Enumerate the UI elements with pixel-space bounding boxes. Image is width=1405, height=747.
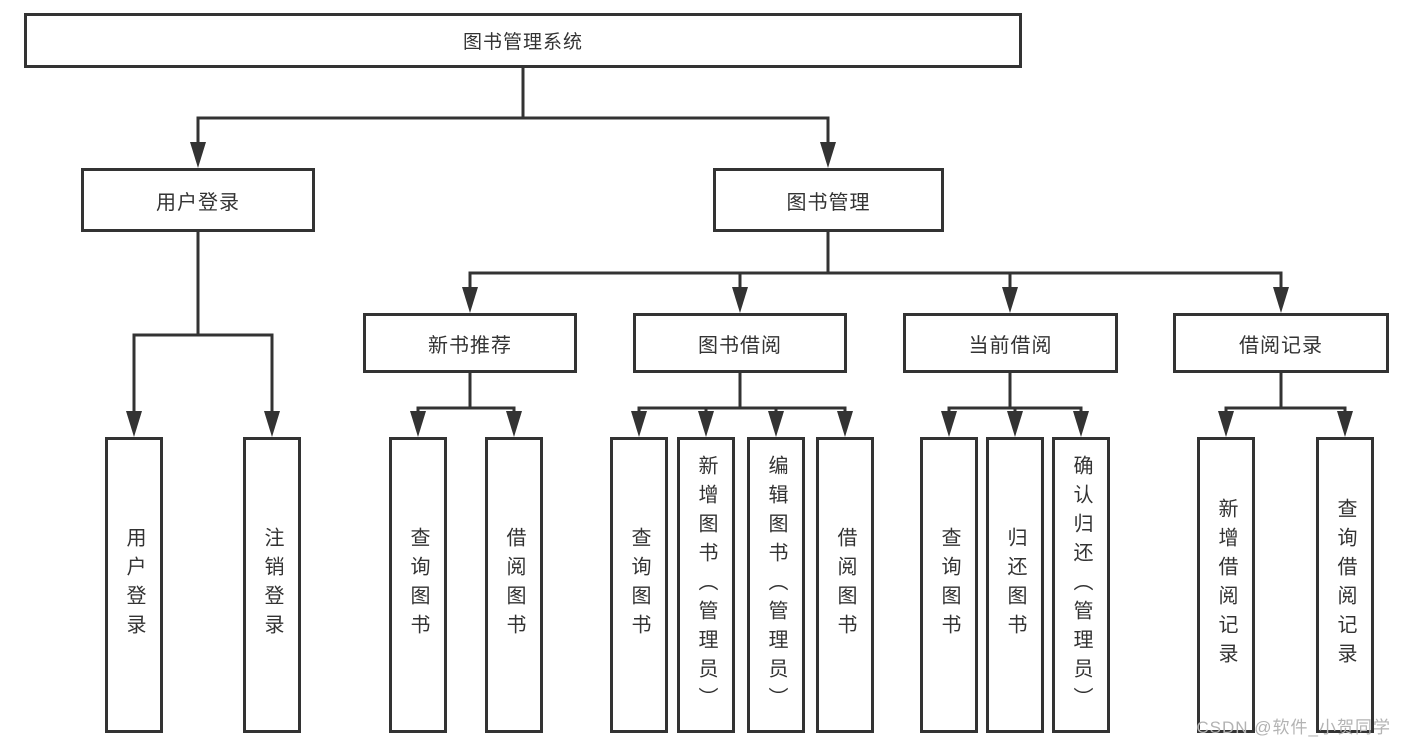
node-book-borrowing: 图书借阅 bbox=[633, 313, 847, 373]
node-leaf-confirm-return-admin: 确认归还（管理员） bbox=[1052, 437, 1110, 733]
leaf-label: 借阅图书 bbox=[834, 527, 856, 643]
node-leaf-borrow-books-recommend: 借阅图书 bbox=[485, 437, 543, 733]
leaf-label: 归还图书 bbox=[1004, 527, 1026, 643]
node-user-login: 用户登录 bbox=[81, 168, 315, 232]
node-leaf-edit-books-admin: 编辑图书（管理员） bbox=[747, 437, 805, 733]
node-leaf-user-login: 用户登录 bbox=[105, 437, 163, 733]
node-library-management-system: 图书管理系统 bbox=[24, 13, 1022, 68]
node-leaf-logout: 注销登录 bbox=[243, 437, 301, 733]
leaf-label: 借阅图书 bbox=[503, 527, 525, 643]
node-leaf-add-borrow-record: 新增借阅记录 bbox=[1197, 437, 1255, 733]
node-leaf-borrow-books-borrowing: 借阅图书 bbox=[816, 437, 874, 733]
leaf-label: 查询图书 bbox=[628, 527, 650, 643]
leaf-label: 用户登录 bbox=[123, 527, 145, 643]
node-book-management: 图书管理 bbox=[713, 168, 944, 232]
node-leaf-query-books-current: 查询图书 bbox=[920, 437, 978, 733]
node-leaf-query-books-recommend: 查询图书 bbox=[389, 437, 447, 733]
leaf-label: 注销登录 bbox=[261, 527, 283, 643]
node-new-book-recommend: 新书推荐 bbox=[363, 313, 577, 373]
leaf-label: 确认归还（管理员） bbox=[1070, 454, 1092, 716]
csdn-watermark: CSDN @软件_小贺同学 bbox=[1196, 718, 1391, 737]
leaf-label: 新增图书（管理员） bbox=[695, 454, 717, 716]
leaf-label: 查询图书 bbox=[407, 527, 429, 643]
node-borrowing-records: 借阅记录 bbox=[1173, 313, 1389, 373]
leaf-label: 编辑图书（管理员） bbox=[765, 454, 787, 716]
node-leaf-add-books-admin: 新增图书（管理员） bbox=[677, 437, 735, 733]
node-leaf-query-borrow-record: 查询借阅记录 bbox=[1316, 437, 1374, 733]
leaf-label: 新增借阅记录 bbox=[1215, 498, 1237, 672]
node-leaf-query-books-borrowing: 查询图书 bbox=[610, 437, 668, 733]
node-leaf-return-books: 归还图书 bbox=[986, 437, 1044, 733]
leaf-label: 查询借阅记录 bbox=[1334, 498, 1356, 672]
leaf-label: 查询图书 bbox=[938, 527, 960, 643]
node-current-borrowing: 当前借阅 bbox=[903, 313, 1118, 373]
